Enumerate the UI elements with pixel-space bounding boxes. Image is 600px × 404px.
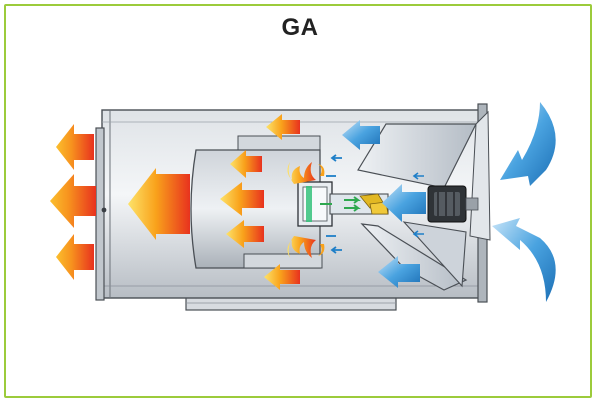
blue-curved-arrow-icon (500, 102, 556, 186)
internal-heat-arrows (128, 114, 300, 290)
gas-pipe (329, 193, 389, 215)
blue-arrow-icon (382, 184, 426, 222)
burner-box (297, 181, 333, 227)
small-flames (287, 162, 325, 258)
orange-flame-arrow-icon (264, 264, 300, 290)
blue-arrow-icon (378, 256, 420, 288)
blue-curved-arrow-icon (492, 218, 556, 302)
combustion-chamber (190, 149, 323, 269)
orange-flame-arrow-icon (266, 114, 300, 140)
orange-flame-arrow-icon (226, 220, 264, 248)
green-flow-arrows (320, 196, 361, 212)
cold-air-inlet-arrows (492, 102, 556, 302)
orange-flame-arrow-icon (230, 150, 262, 178)
orange-flame-arrow-icon (56, 124, 94, 170)
fan-motor (427, 185, 479, 223)
diagram-title: GA (281, 14, 319, 41)
top-plate (237, 135, 321, 151)
hot-air-outlet-arrows (50, 124, 96, 280)
blue-arrow-icon (342, 120, 380, 150)
fan-blades (357, 110, 491, 291)
orange-flame-arrow-icon (128, 168, 190, 240)
orange-flame-arrow-icon (220, 182, 264, 216)
orange-flame-arrow-icon (56, 234, 94, 280)
orange-flame-arrow-icon (50, 174, 96, 228)
internal-air-arrows (326, 120, 426, 288)
